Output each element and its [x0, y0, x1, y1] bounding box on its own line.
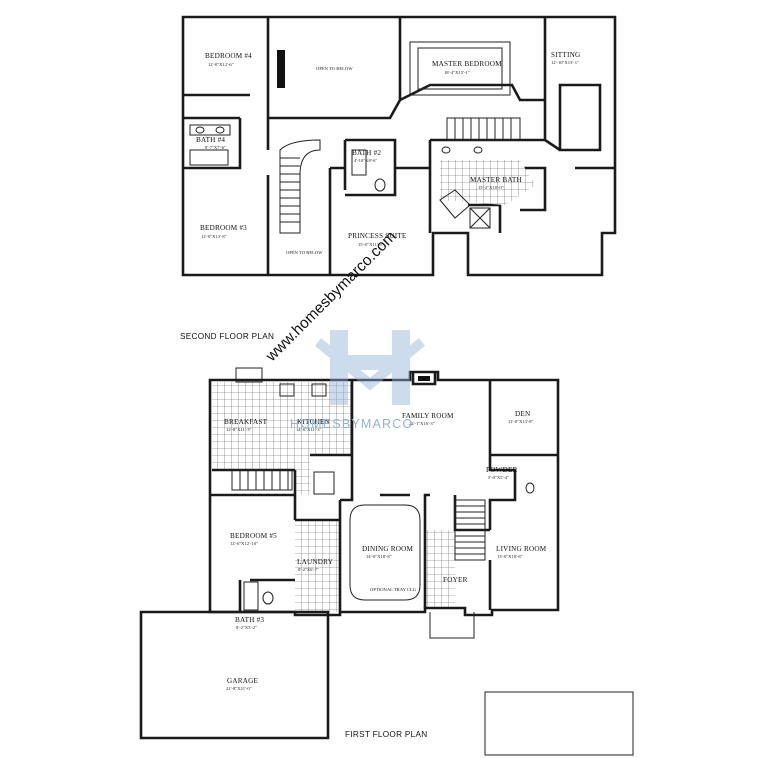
kitchen-dims: 14'-6"X11'-3" — [296, 427, 322, 432]
sitting-dims: 12'-10"X13'-1" — [551, 60, 579, 65]
bath3-name: BATH #3 — [235, 616, 264, 624]
powder-name: POWDER — [486, 466, 518, 474]
master-bath-dims: 15'-2"X10'-0" — [478, 185, 504, 190]
breakfast-dims: 12'-8"X11'-3" — [226, 427, 252, 432]
dining-room-name: DINING ROOM — [362, 545, 414, 553]
den-dims: 11'-0"X13'-8" — [508, 419, 534, 424]
family-room-dims: 22'-1"X16'-3" — [409, 421, 435, 426]
fireplace — [411, 372, 437, 386]
foyer-tile-floor — [425, 530, 455, 608]
kitchen-breakfast-tile-floor — [212, 382, 352, 495]
watermark-brand: HOMESBYMARCO — [290, 417, 413, 431]
bedroom4-dims: 12'-0"X12'-6" — [208, 62, 234, 67]
garage-outline — [139, 610, 330, 740]
second-floor-plan: BEDROOM #4 12'-0"X12'-6" OPEN TO BELOW M… — [180, 15, 617, 341]
kitchen-fixtures — [235, 367, 335, 495]
second-floor-partitions — [183, 17, 615, 275]
bath2-dims: 4'-10"X8'-6" — [354, 158, 377, 163]
den-name: DEN — [515, 410, 531, 418]
foyer-name: FOYER — [443, 576, 468, 584]
first-floor-plan: BREAKFAST 12'-8"X11'-3" KITCHEN 14'-6"X1… — [139, 367, 634, 756]
living-room-name: LIVING ROOM — [496, 545, 547, 553]
site-boundary — [484, 691, 634, 756]
family-room-name: FAMILY ROOM — [402, 412, 454, 420]
rear-deck-outline — [467, 233, 603, 276]
master-bedroom-dims: 18'-4"X15'-1" — [444, 70, 470, 75]
tray-ceiling-note: OPTIONAL TRAY CLG — [370, 587, 417, 592]
dining-room-dims: 14'-0"X18'-8" — [366, 554, 392, 559]
bath2-name: BATH #2 — [352, 149, 381, 157]
bedroom3-name: BEDROOM #3 — [200, 224, 247, 232]
bath3-dims: 8'-2"X5'-2" — [236, 625, 257, 630]
first-floor-stairs — [231, 469, 486, 561]
dining-tray-ceiling — [349, 504, 421, 601]
first-floor-label: FIRST FLOOR PLAN — [345, 730, 427, 739]
bath-fixtures-second — [189, 124, 491, 229]
bath4-dims: 8'-7"X7'-6" — [205, 145, 226, 150]
second-floor-stairs — [279, 117, 521, 234]
front-porch — [429, 612, 475, 639]
master-tray-ceiling — [409, 41, 511, 96]
first-floor-outline — [208, 370, 560, 617]
sitting-name: SITTING — [551, 51, 580, 59]
laundry-name: LAUNDRY — [297, 558, 334, 566]
bedroom3-dims: 12'-0"X13'-8" — [201, 234, 227, 239]
master-bath-tile-floor — [440, 160, 535, 205]
open-to-below-1: OPEN TO BELOW — [316, 66, 353, 71]
master-bedroom-name: MASTER BEDROOM — [432, 60, 502, 68]
second-floor-label: SECOND FLOOR PLAN — [180, 332, 274, 341]
garage-name: GARAGE — [227, 677, 259, 685]
princess-suite-name: PRINCESS SUITE — [348, 232, 407, 240]
bath-fixtures-first — [243, 482, 535, 611]
open-to-below-2: OPEN TO BELOW — [286, 250, 323, 255]
laundry-tile-floor — [295, 520, 340, 612]
breakfast-name: BREAKFAST — [224, 418, 268, 426]
bedroom4-name: BEDROOM #4 — [205, 52, 252, 60]
powder-dims: 5'-0"X5'-4" — [488, 475, 509, 480]
logo-mark — [314, 330, 426, 405]
chimney-block — [277, 50, 285, 88]
living-room-dims: 13'-0"X18'-8" — [497, 554, 523, 559]
laundry-dims: 8'-2"X6'-7" — [298, 567, 319, 572]
bedroom5-name: BEDROOM #5 — [230, 532, 277, 540]
bedroom5-dims: 12'-6"X12'-10" — [230, 541, 258, 546]
bath4-name: BATH #4 — [196, 136, 225, 144]
garage-dims: 21'-8"X21'-0" — [226, 686, 252, 691]
master-bath-name: MASTER BATH — [470, 176, 522, 184]
kitchen-name: KITCHEN — [297, 418, 331, 426]
princess-suite-dims: 15'-0"X11'-6" — [358, 242, 384, 247]
